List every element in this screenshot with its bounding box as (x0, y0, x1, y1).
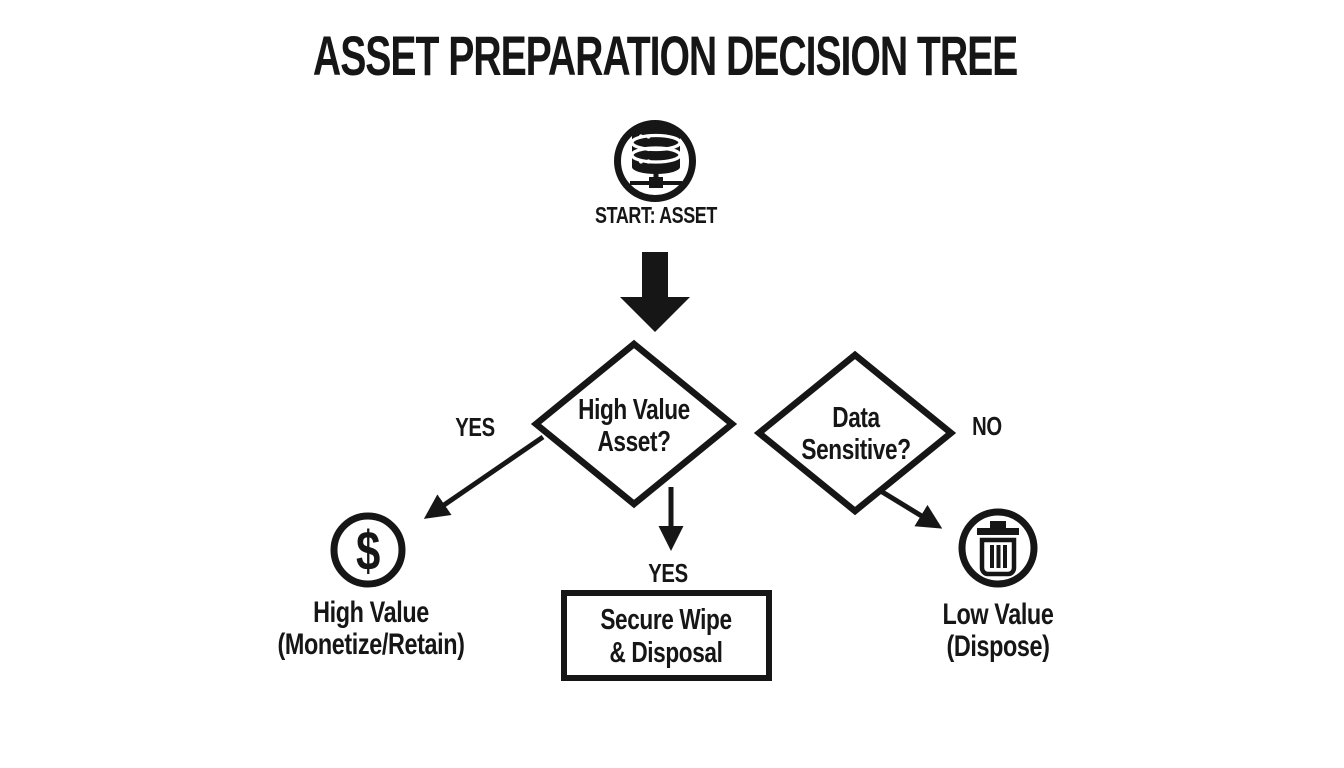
down-arrow (620, 252, 690, 332)
edge-yes-left-arrow (423, 434, 545, 519)
page-title-text: ASSET PREPARATION DECISION TREE (312, 24, 1018, 87)
outcome-dispose-label: Low Value (Dispose) (942, 598, 1054, 663)
start-node-label: START: ASSET (595, 202, 717, 228)
secure-wipe-box (561, 590, 772, 681)
decision-diamond-data-sensitive (753, 350, 957, 516)
outcome-secure-wipe-label: Secure Wipe & Disposal (600, 604, 732, 669)
decision-high-value-label: High Value Asset? (578, 394, 690, 458)
database-network-icon (630, 123, 682, 188)
dollar-circle (330, 512, 406, 588)
branch-label-no-right: NO (972, 411, 1002, 441)
page-title: ASSET PREPARATION DECISION TREE (0, 24, 1330, 87)
trash-icon (977, 521, 1019, 577)
decision-data-sensitive-label: Data Sensitive? (801, 402, 911, 466)
edge-no-right-arrow (877, 487, 943, 529)
branch-label-yes-left: YES (455, 412, 495, 442)
dollar-icon: $ (356, 519, 380, 582)
decision-diamond-high-value (530, 339, 738, 509)
outcome-monetize-label: High Value (Monetize/Retain) (277, 596, 465, 661)
branch-label-yes-down: YES (648, 558, 688, 588)
